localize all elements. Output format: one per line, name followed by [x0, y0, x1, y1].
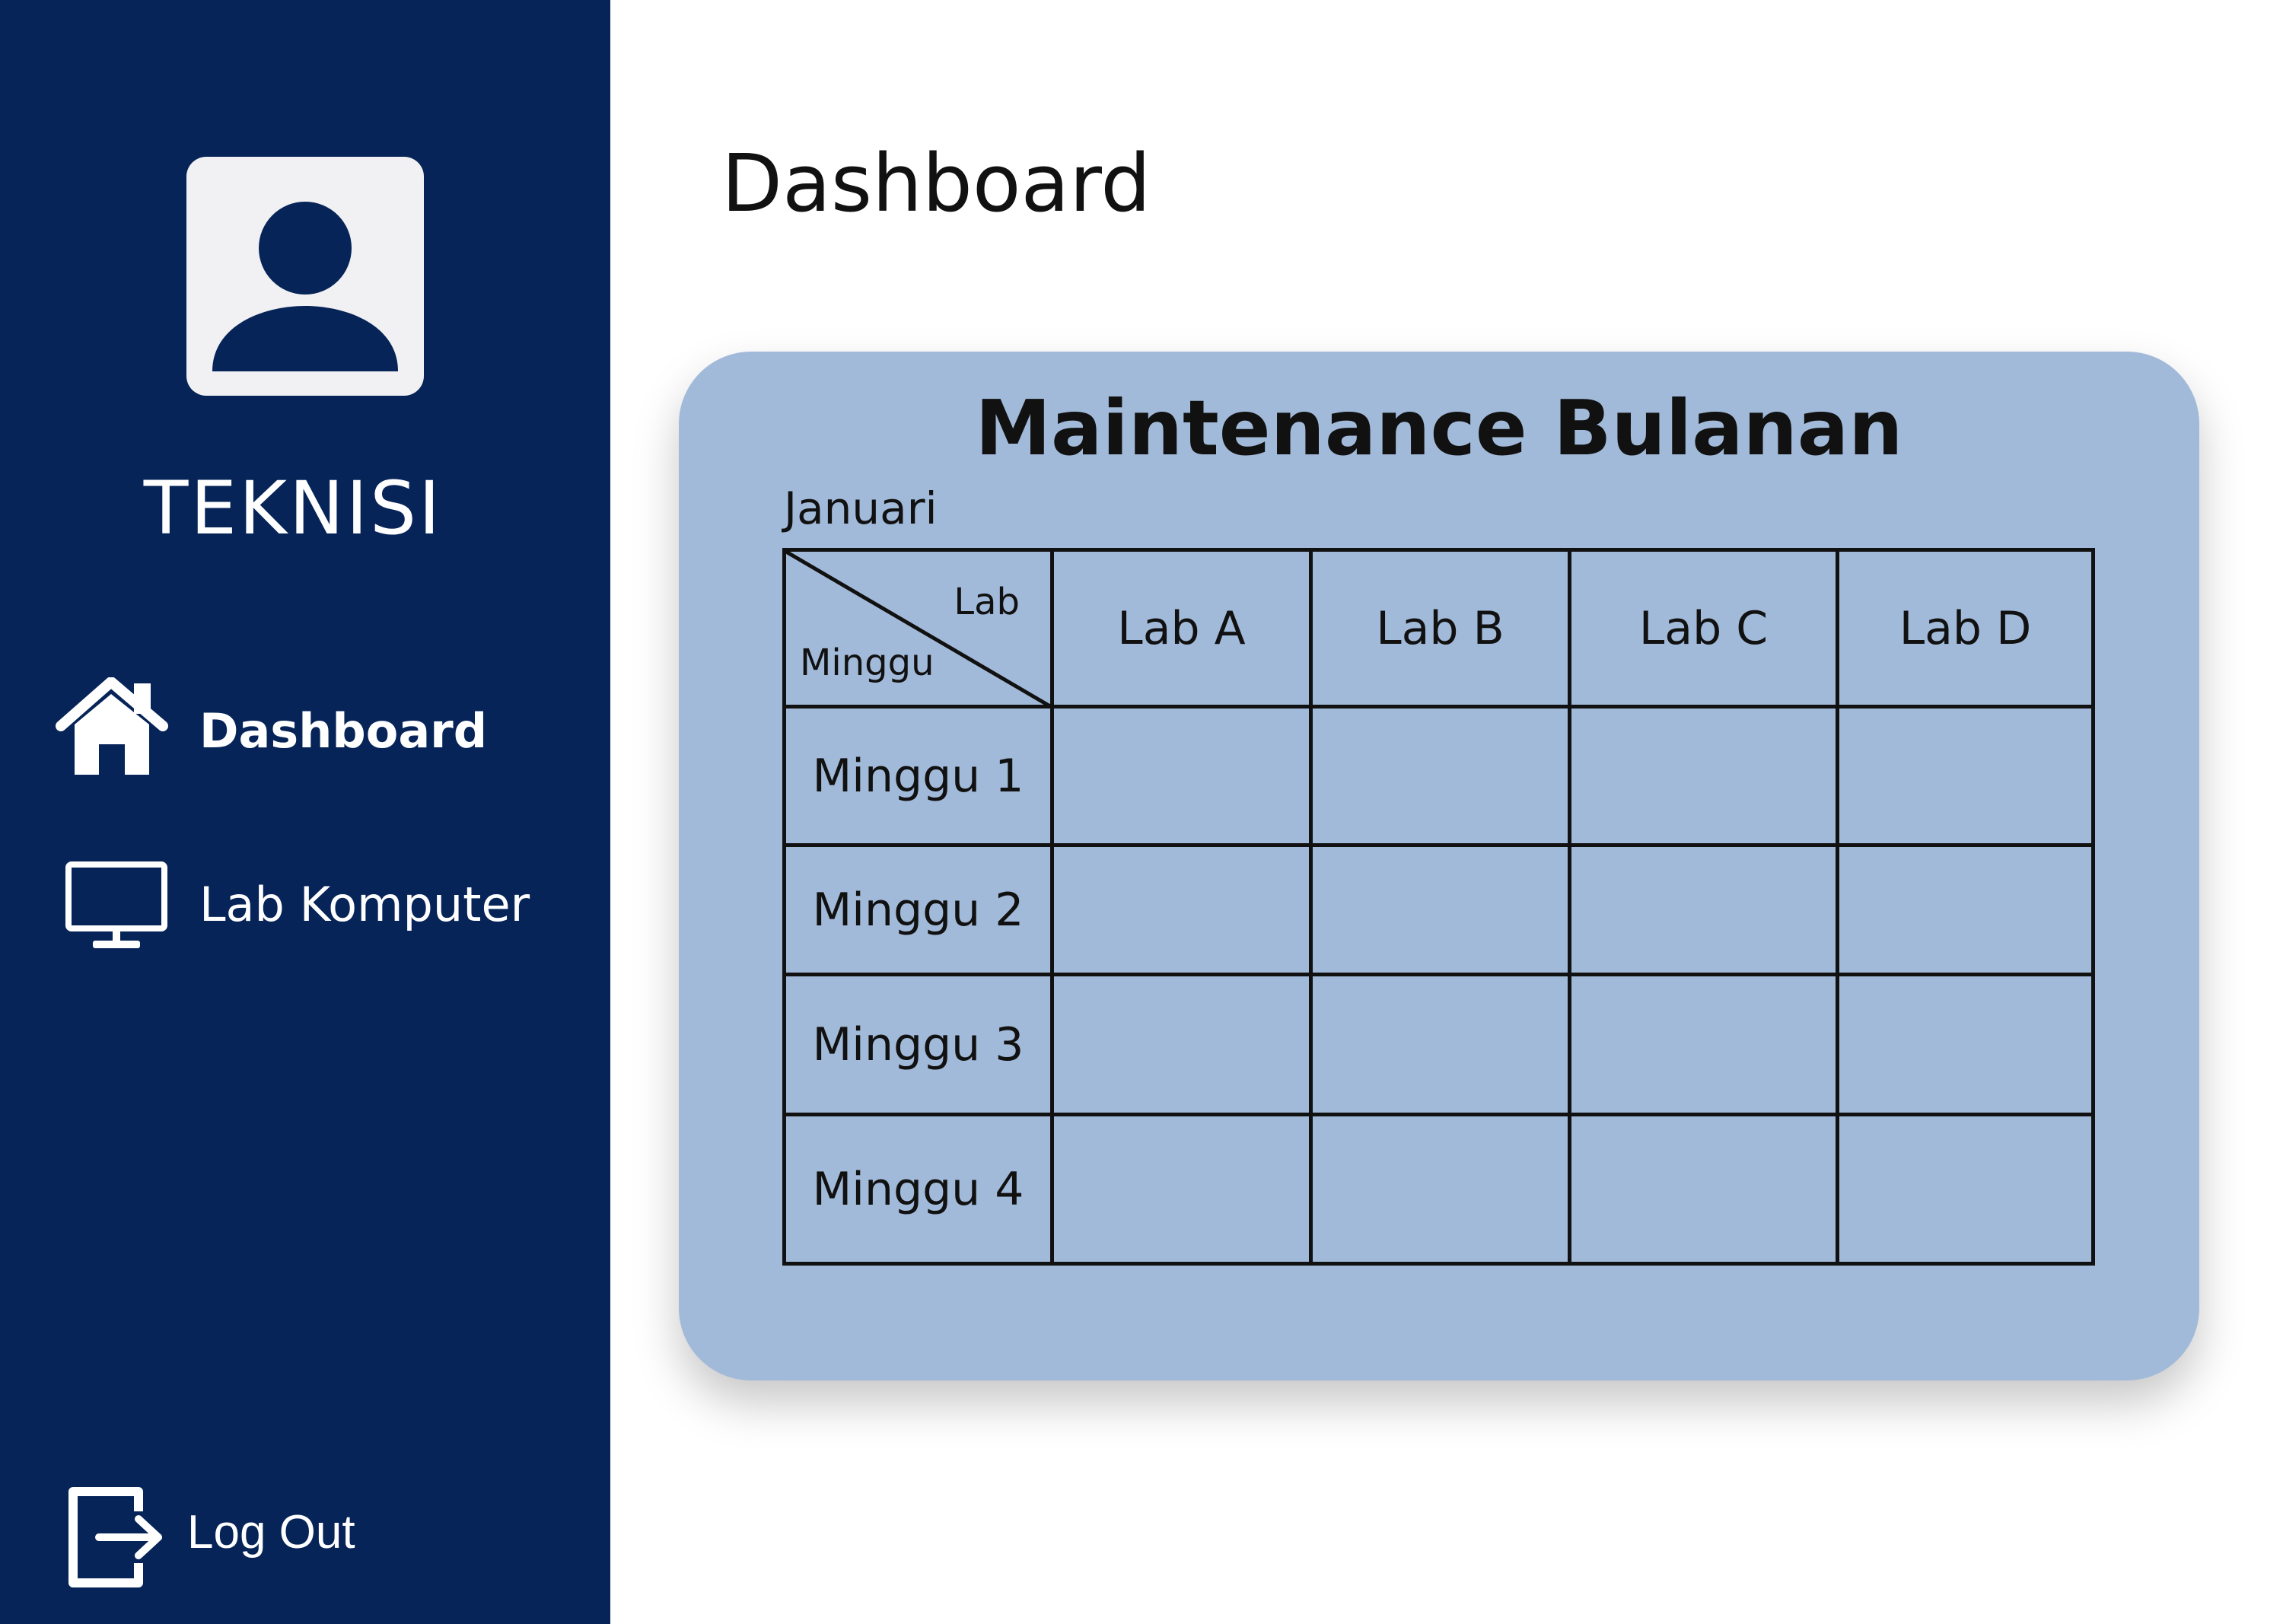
table-cell[interactable]: [1836, 705, 2095, 847]
corner-lab-label: Lab: [954, 581, 1020, 623]
sidebar: TEKNISI Dashboard Lab Komputer: [0, 0, 610, 1624]
logout-label: Log Out: [187, 1506, 355, 1559]
table-cell[interactable]: [1568, 1113, 1839, 1266]
table-cell[interactable]: [1309, 1113, 1571, 1266]
column-header: Lab A: [1050, 548, 1313, 709]
table-cell[interactable]: [1050, 1113, 1313, 1266]
table-cell[interactable]: [1836, 973, 2095, 1116]
column-header: Lab B: [1309, 548, 1571, 709]
column-header: Lab D: [1836, 548, 2095, 709]
table-cell[interactable]: [1568, 705, 1839, 847]
row-header: Minggu 1: [782, 705, 1054, 847]
page-title: Dashboard: [721, 137, 1151, 230]
sidebar-item-dashboard[interactable]: Dashboard: [53, 677, 586, 784]
table-cell[interactable]: [1568, 843, 1839, 976]
table-cell[interactable]: [1309, 843, 1571, 976]
logout-button[interactable]: Log Out: [68, 1484, 464, 1591]
month-label: Januari: [784, 482, 938, 534]
table-cell[interactable]: [1836, 1113, 2095, 1266]
table-cell[interactable]: [1309, 973, 1571, 1116]
table-cell[interactable]: [1050, 973, 1313, 1116]
table-row: Minggu 1: [782, 705, 2095, 847]
column-header: Lab C: [1568, 548, 1839, 709]
home-icon: [55, 677, 169, 779]
corner-minggu-label: Minggu: [800, 642, 935, 684]
table-cell[interactable]: [1050, 705, 1313, 847]
logout-icon: [68, 1484, 167, 1594]
user-icon: [212, 202, 398, 371]
table-row: Minggu 2: [782, 843, 2095, 976]
diagonal-divider: [786, 552, 1054, 709]
avatar[interactable]: [186, 157, 424, 396]
table-cell[interactable]: [1309, 705, 1571, 847]
row-header: Minggu 2: [782, 843, 1054, 976]
card-title: Maintenance Bulanan: [975, 384, 1903, 473]
row-header: Minggu 3: [782, 973, 1054, 1116]
table-cell[interactable]: [1050, 843, 1313, 976]
sidebar-item-label: Dashboard: [199, 703, 488, 759]
table-cell[interactable]: [1568, 973, 1839, 1116]
role-label: TEKNISI: [143, 466, 443, 551]
monitor-icon: [64, 860, 170, 954]
sidebar-item-label: Lab Komputer: [199, 877, 530, 932]
table-row: Minggu 3: [782, 973, 2095, 1116]
row-header: Minggu 4: [782, 1113, 1054, 1266]
maintenance-table: Lab Minggu Lab A Lab B Lab C Lab D Mingg…: [782, 548, 2095, 1266]
table-corner-header: Lab Minggu: [782, 548, 1054, 709]
table-cell[interactable]: [1836, 843, 2095, 976]
table-row: Minggu 4: [782, 1113, 2095, 1266]
sidebar-item-lab-komputer[interactable]: Lab Komputer: [53, 860, 586, 966]
maintenance-card: Maintenance Bulanan Januari Lab: [679, 352, 2199, 1380]
